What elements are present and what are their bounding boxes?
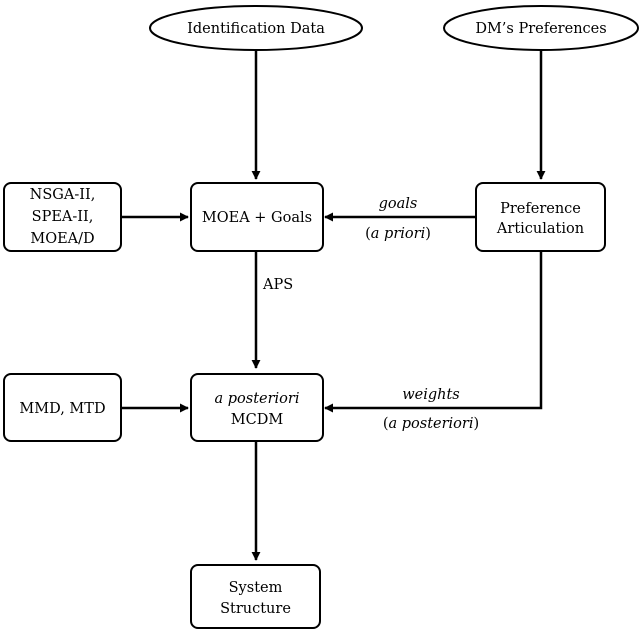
edge-label-goals: goals: [379, 196, 418, 212]
a-posteriori-text: a posteriori: [389, 416, 474, 432]
node-label: MOEA + Goals: [202, 210, 312, 226]
ellipse-shape: [443, 5, 639, 51]
edge-label-a-priori: (a priori): [365, 226, 431, 242]
node-label-line-1: a posteriori: [215, 391, 300, 407]
ellipse-shape: [149, 5, 363, 51]
paren-close: ): [473, 416, 479, 432]
box-shape: [3, 182, 122, 252]
node-moea-goals: MOEA + Goals: [190, 182, 324, 252]
node-label-line-1: NSGA-II,: [30, 187, 96, 203]
node-dm-preferences: DM’s Preferences: [443, 5, 639, 51]
node-label-line-2: SPEA-II,: [32, 209, 94, 225]
paren-close: ): [425, 226, 431, 242]
box-shape: [190, 564, 321, 629]
node-preference-articulation: Preference Articulation: [475, 182, 606, 252]
box-shape: [190, 182, 324, 252]
node-label: MMD, MTD: [19, 401, 105, 417]
node-identification-data: Identification Data: [149, 5, 363, 51]
a-priori-text: a priori: [371, 226, 425, 242]
node-label-line-1: System: [229, 580, 283, 596]
node-algorithms: NSGA-II, SPEA-II, MOEA/D: [3, 182, 122, 252]
edge-label-a-posteriori: (a posteriori): [383, 416, 479, 432]
paren-open: (: [383, 416, 389, 432]
node-label: DM’s Preferences: [475, 21, 606, 37]
node-label-line-2: Articulation: [496, 221, 584, 237]
node-label: Identification Data: [187, 21, 325, 37]
box-shape: [190, 373, 324, 442]
node-label-line-1: Preference: [500, 201, 581, 217]
edge-preference-to-mcdm-weights: [324, 252, 543, 413]
box-shape: [3, 373, 122, 442]
edge-label-aps: APS: [262, 277, 293, 293]
node-mmd-mtd: MMD, MTD: [3, 373, 122, 442]
box-shape: [475, 182, 606, 252]
paren-open: (: [365, 226, 371, 242]
node-mcdm: a posteriori MCDM: [190, 373, 324, 442]
edge-label-weights: weights: [402, 387, 460, 403]
node-label-line-3: MOEA/D: [30, 231, 94, 247]
node-system-structure: System Structure: [190, 564, 321, 629]
node-label-line-2: Structure: [220, 601, 291, 617]
node-label-line-2: MCDM: [231, 412, 284, 428]
